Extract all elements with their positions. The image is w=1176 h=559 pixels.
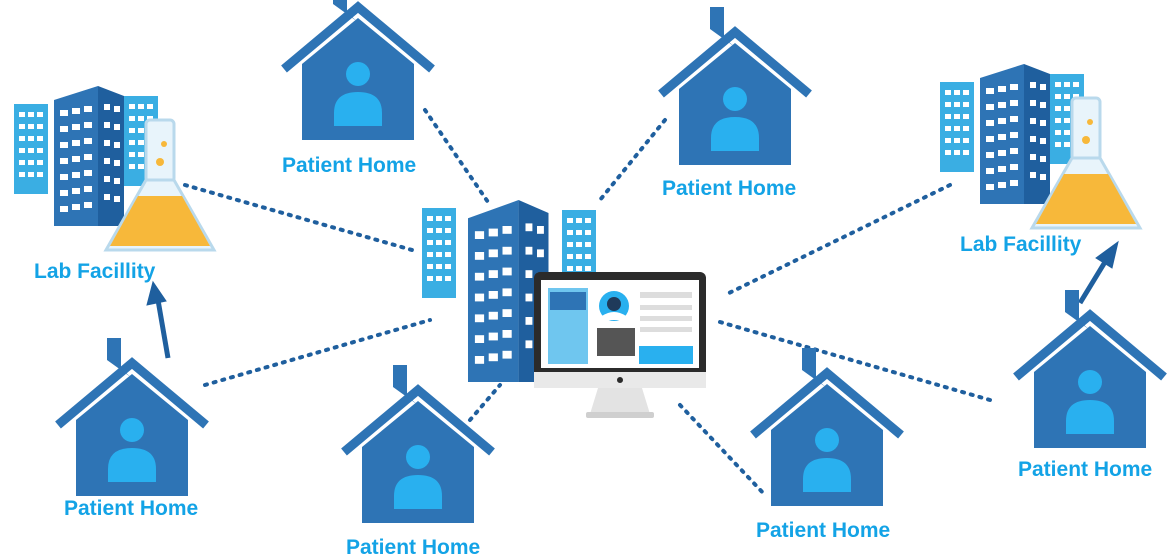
flask-icon (940, 64, 1140, 228)
connectors (183, 108, 992, 497)
house-icon (1016, 290, 1164, 448)
lab-facility-label: Lab Facillity (34, 260, 156, 283)
house-icon (753, 348, 901, 506)
monitor-icon (534, 272, 706, 418)
patient-home-label: Patient Home (282, 154, 417, 177)
connector-home-bottom-center-left (468, 383, 502, 422)
house-icon (661, 7, 809, 165)
flask-icon (14, 86, 214, 250)
house-icon (284, 0, 432, 140)
patient-home-label: Patient Home (1018, 458, 1153, 481)
lab-facility-label: Lab Facillity (960, 233, 1082, 256)
connector-home-top-right (598, 118, 667, 202)
connector-home-bottom-left (203, 318, 432, 387)
patient-home-label: Patient Home (346, 536, 481, 559)
arrow-icon (146, 280, 171, 359)
connector-lab-right (723, 183, 952, 297)
arrow-icon (1077, 240, 1119, 305)
patient-home-label: Patient Home (662, 177, 797, 200)
house-icon (344, 365, 492, 523)
house-icon (58, 338, 206, 496)
connector-home-top-left (423, 108, 492, 207)
connector-home-bottom-center-right (678, 403, 767, 497)
patient-home-label: Patient Home (756, 519, 891, 542)
patient-home-label: Patient Home (64, 497, 199, 520)
connector-home-right (718, 320, 992, 402)
connector-lab-left (183, 183, 414, 252)
